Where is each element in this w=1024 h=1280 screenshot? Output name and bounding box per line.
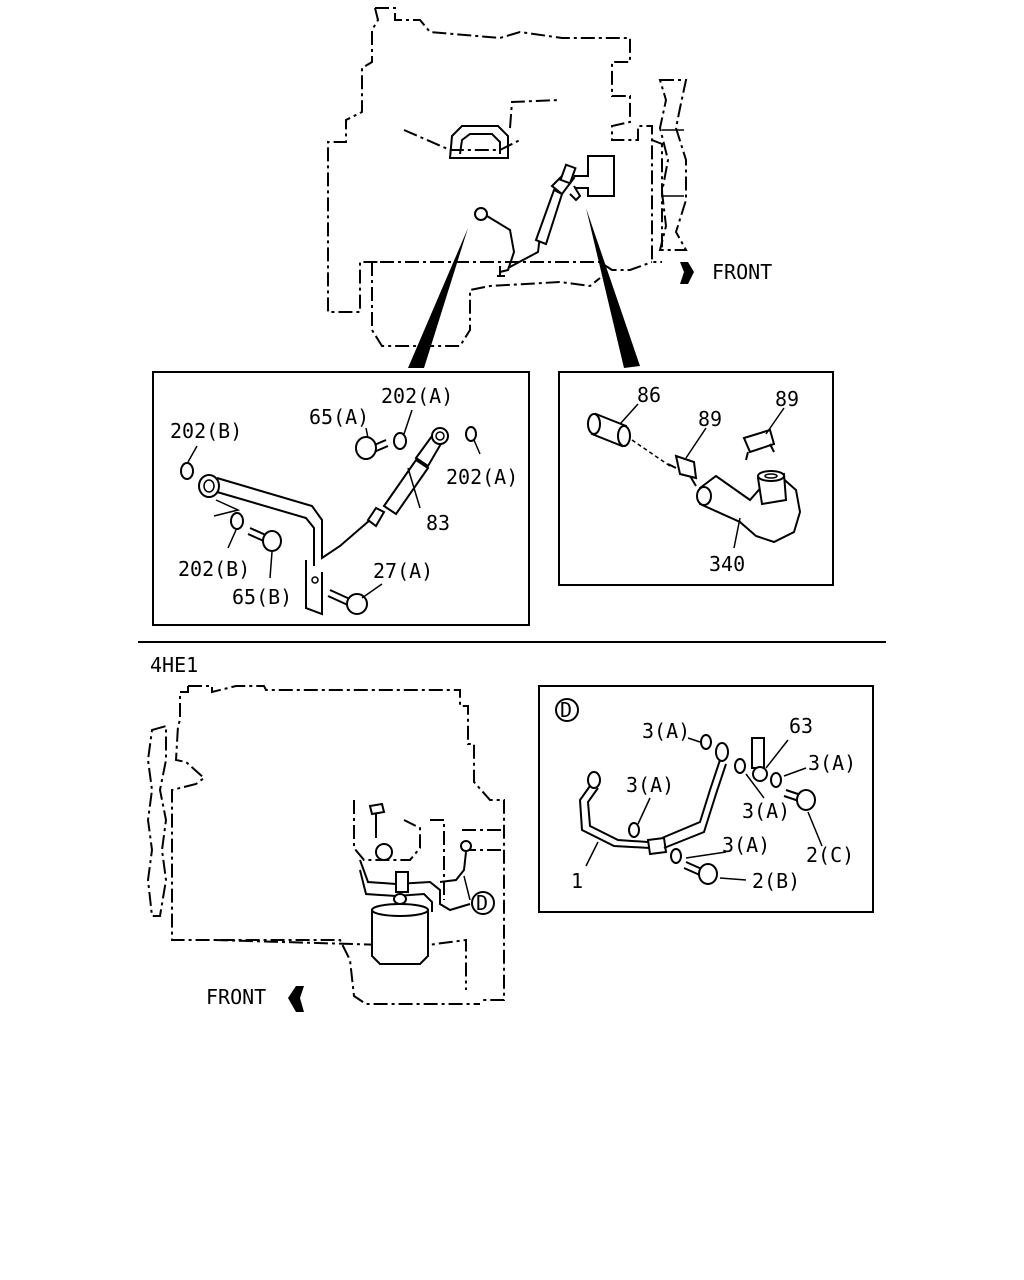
top-engine-outline bbox=[327, 7, 688, 347]
view-marker-d-label: D bbox=[476, 891, 488, 915]
label-3a-3: 3(A) bbox=[626, 773, 674, 797]
label-202b-bottom: 202(B) bbox=[178, 557, 250, 581]
label-3a-2: 3(A) bbox=[808, 751, 856, 775]
label-202a-right: 202(A) bbox=[446, 465, 518, 489]
detail-marker-d bbox=[555, 698, 579, 722]
detail-right: 86 89 89 340 bbox=[558, 371, 834, 586]
detail-d-frame bbox=[538, 685, 874, 913]
front-arrow-right-icon bbox=[680, 262, 694, 284]
front-indicator-top: FRONT bbox=[680, 260, 772, 284]
bottom-engine-outline bbox=[146, 685, 505, 1005]
detail-d: D 3(A) 63 3(A) 3(A) 3(A) 3(A) 2(C) 1 bbox=[538, 685, 874, 913]
label-340: 340 bbox=[709, 552, 745, 576]
bottom-engine-pipes: D bbox=[359, 802, 495, 965]
label-2c: 2(C) bbox=[806, 843, 854, 867]
label-1: 1 bbox=[571, 869, 583, 893]
label-89-right: 89 bbox=[775, 387, 799, 411]
front-arrow-left-icon bbox=[288, 986, 304, 1012]
label-65b: 65(B) bbox=[232, 585, 292, 609]
view-marker-d bbox=[471, 891, 495, 915]
label-3a-1: 3(A) bbox=[642, 719, 690, 743]
front-indicator-bottom: FRONT bbox=[206, 985, 304, 1012]
top-engine-pipe bbox=[474, 155, 615, 277]
label-2b: 2(B) bbox=[752, 869, 800, 893]
detail-right-frame bbox=[558, 371, 834, 586]
label-3a-4: 3(A) bbox=[742, 799, 790, 823]
front-label-top: FRONT bbox=[712, 260, 772, 284]
engine-model-label: 4HE1 bbox=[150, 653, 198, 677]
label-86: 86 bbox=[637, 383, 661, 407]
label-27a: 27(A) bbox=[373, 559, 433, 583]
label-65a: 65(A) bbox=[309, 405, 369, 429]
label-202b-top: 202(B) bbox=[170, 419, 242, 443]
label-89-left: 89 bbox=[698, 407, 722, 431]
detail-marker-d-label: D bbox=[560, 698, 572, 722]
pointer-left bbox=[408, 228, 468, 368]
label-83: 83 bbox=[426, 511, 450, 535]
front-label-bottom: FRONT bbox=[206, 985, 266, 1009]
detail-left-frame bbox=[152, 371, 530, 626]
detail-left: 202(B) 65(A) 202(A) 202(A) 83 202(B) 65(… bbox=[152, 371, 530, 626]
label-63: 63 bbox=[789, 714, 813, 738]
label-202a-top: 202(A) bbox=[381, 384, 453, 408]
label-3a-5: 3(A) bbox=[722, 833, 770, 857]
pointer-right bbox=[586, 208, 640, 368]
